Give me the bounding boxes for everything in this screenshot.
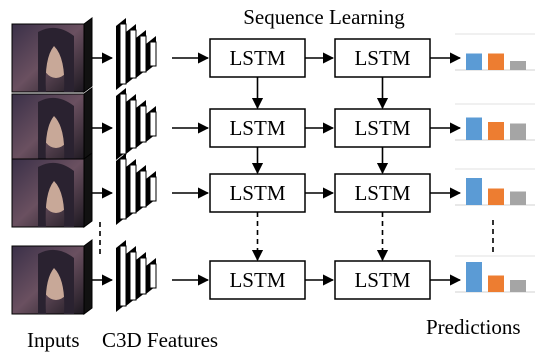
feature-sheet [139,35,147,73]
diagram-row: LSTM LSTM [11,152,535,228]
feature-sheet [139,257,147,295]
input-hair [38,27,74,92]
lstm-label: LSTM [229,116,285,140]
feature-sheet [149,41,157,67]
prediction-bar [488,53,504,70]
prediction-bar [466,117,482,140]
diagram-row: LSTM LSTM [11,87,535,163]
feature-sheet [119,23,127,85]
prediction-bar [466,262,482,292]
lstm-box [209,38,306,78]
prediction-bar [466,53,482,70]
input-frame-edge [83,152,93,228]
feature-sheet [139,105,147,143]
lstm-box [334,173,431,213]
prediction-bar [510,280,526,292]
prediction-bar [466,178,482,205]
inputs-label: Inputs [27,328,80,352]
feature-sheet [139,170,147,208]
diagram-row: LSTM LSTM [11,239,535,315]
prediction-bar [488,275,504,292]
lstm-label: LSTM [354,181,410,205]
feature-sheet [129,29,137,79]
feature-sheet [149,111,157,137]
lstm-label: LSTM [354,268,410,292]
prediction-bar [510,191,526,205]
lstm-label: LSTM [229,46,285,70]
feature-sheet [119,158,127,220]
input-frame-edge [83,17,93,93]
feature-sheet [129,99,137,149]
input-hair [38,97,74,162]
input-hair [38,249,74,314]
input-hair [38,162,74,227]
input-frame-edge [83,239,93,315]
input-frame-edge [83,87,93,163]
prediction-bar [488,122,504,140]
lstm-label: LSTM [354,46,410,70]
rows-layer: LSTM LSTM LSTM LSTM LSTM LSTM LSTM LSTM [11,17,535,315]
prediction-bar [488,188,504,205]
lstm-label: LSTM [229,268,285,292]
feature-sheet [149,263,157,289]
feature-sheet [149,176,157,202]
predictions-label: Predictions [426,315,521,339]
sequence-learning-label: Sequence Learning [243,5,405,29]
lstm-label: LSTM [354,116,410,140]
lstm-label: LSTM [229,181,285,205]
prediction-bar [510,61,526,70]
lstm-box [209,173,306,213]
feature-sheet [129,251,137,301]
diagram-row: LSTM LSTM [11,17,535,93]
feature-sheet [129,164,137,214]
feature-sheet [119,93,127,155]
prediction-bar [510,123,526,140]
feature-sheet [119,245,127,307]
c3d-features-label: C3D Features [102,328,218,352]
